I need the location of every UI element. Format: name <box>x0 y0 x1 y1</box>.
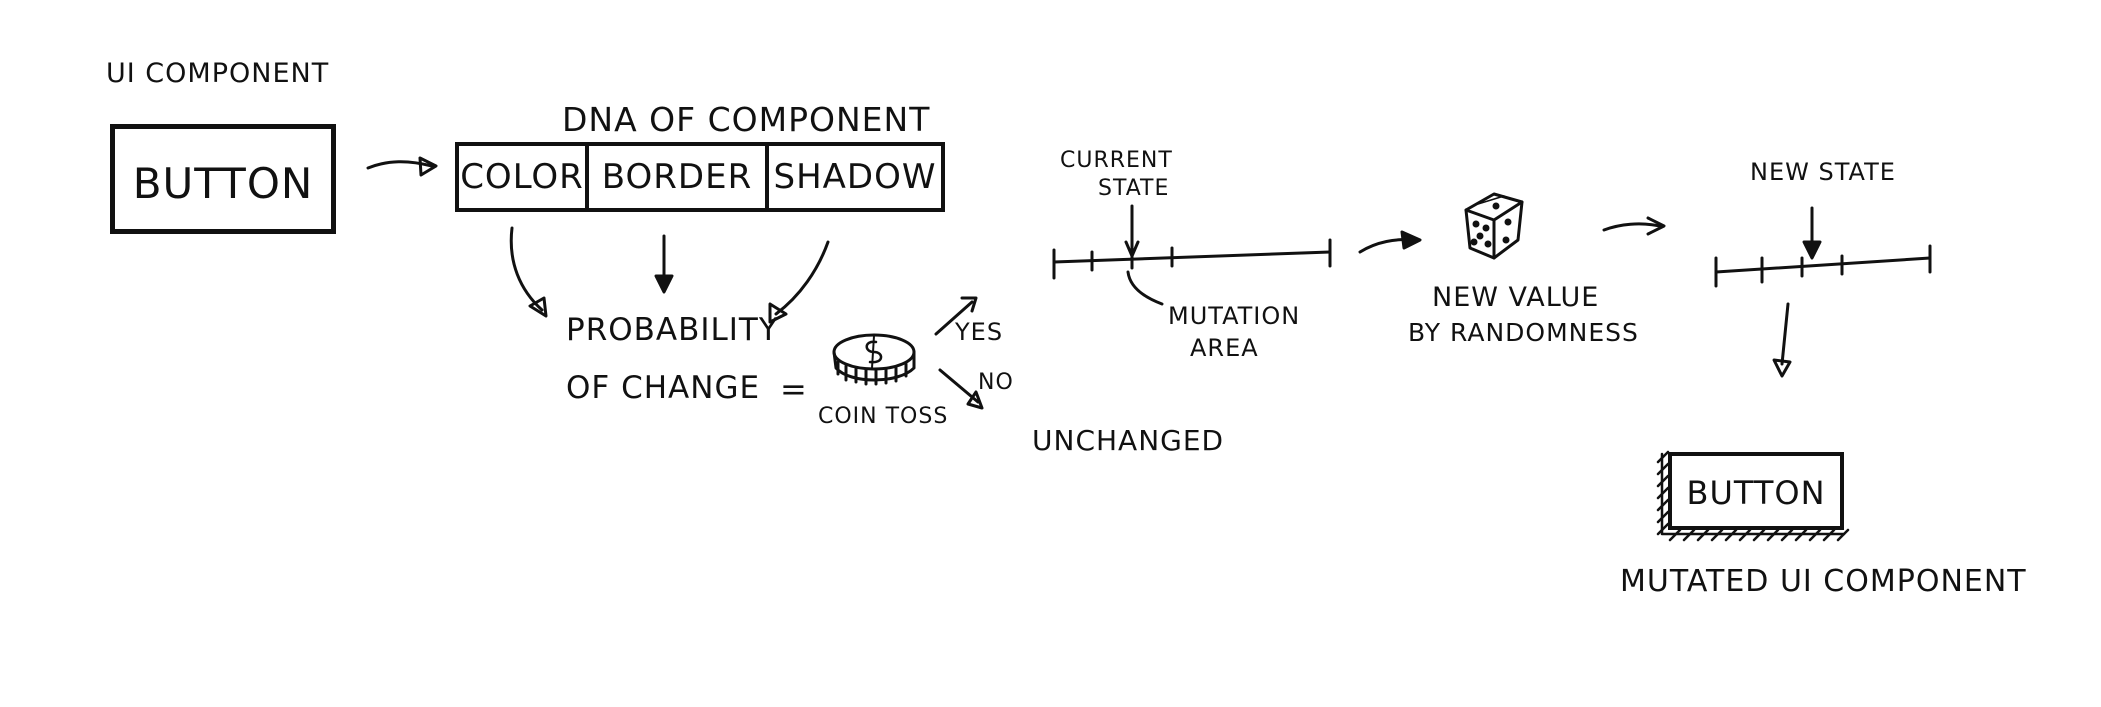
mutated-button-shadow <box>1656 450 1850 542</box>
original-button-box: BUTTON <box>110 124 336 234</box>
unchanged-label: UNCHANGED <box>1032 424 1225 457</box>
coin-icon <box>832 333 916 386</box>
arrow-color-to-probability <box>509 226 548 318</box>
dice-icon <box>1464 192 1524 260</box>
equals-sign: = <box>780 370 808 408</box>
mutated-component-label: MUTATED UI COMPONENT <box>1620 564 2027 599</box>
current-state-arrow <box>1124 204 1140 258</box>
gene-color: COLOR <box>459 146 589 208</box>
current-state-line-2: STATE <box>1098 176 1170 201</box>
coin-toss-label: COIN TOSS <box>818 404 949 429</box>
dna-strip: COLOR BORDER SHADOW <box>455 142 945 212</box>
arrow-yes <box>934 296 978 336</box>
mutation-area-leader <box>1126 270 1164 306</box>
new-state-arrow <box>1802 206 1822 260</box>
dna-title: DNA OF COMPONENT <box>562 100 931 139</box>
ui-component-label: UI COMPONENT <box>106 58 330 89</box>
mutated-button-label: BUTTON <box>1686 474 1826 512</box>
no-label: NO <box>978 370 1014 395</box>
arrow-button-to-dna <box>366 156 438 177</box>
yes-label: YES <box>955 318 1004 346</box>
mutation-area-line-1: MUTATION <box>1168 302 1301 330</box>
current-state-number-line <box>1052 238 1332 280</box>
new-value-line-2: BY RANDOMNESS <box>1408 318 1639 347</box>
mutated-button-box: BUTTON <box>1668 452 1844 530</box>
arrow-to-dice <box>1358 230 1422 254</box>
arrow-to-new-state <box>1602 216 1666 236</box>
probability-line-1: PROBABILITY <box>566 312 779 348</box>
arrow-to-mutated-button <box>1772 302 1792 378</box>
original-button-label: BUTTON <box>132 159 314 208</box>
new-state-number-line <box>1714 244 1932 288</box>
arrow-shadow-to-probability <box>768 240 830 324</box>
gene-border: BORDER <box>589 146 769 208</box>
arrow-no <box>938 368 984 410</box>
arrow-border-to-probability <box>654 234 674 294</box>
current-state-line-1: CURRENT <box>1060 148 1173 173</box>
new-state-label: NEW STATE <box>1750 158 1896 186</box>
gene-shadow: SHADOW <box>773 157 937 197</box>
mutation-area-line-2: AREA <box>1190 334 1259 362</box>
probability-line-2: OF CHANGE <box>566 370 761 406</box>
new-value-line-1: NEW VALUE <box>1432 282 1600 313</box>
